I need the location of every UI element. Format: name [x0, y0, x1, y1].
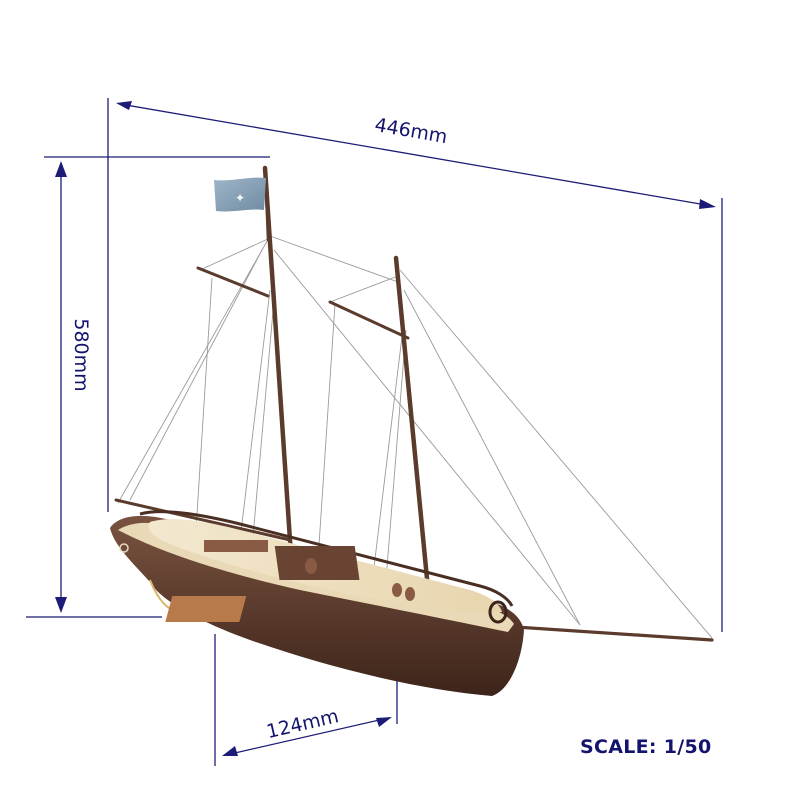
- ship-model: ✦: [110, 165, 714, 696]
- svg-text:✦: ✦: [235, 191, 245, 205]
- deck-fittings: [165, 540, 508, 624]
- length-label: 446mm: [373, 114, 449, 148]
- scale-label: SCALE: 1/50: [580, 736, 712, 758]
- height-label: 580mm: [70, 318, 92, 391]
- flag-icon: ✦: [214, 177, 266, 212]
- booms: [114, 266, 714, 642]
- height-dimension: 580mm: [26, 156, 270, 618]
- rigging: [117, 235, 713, 639]
